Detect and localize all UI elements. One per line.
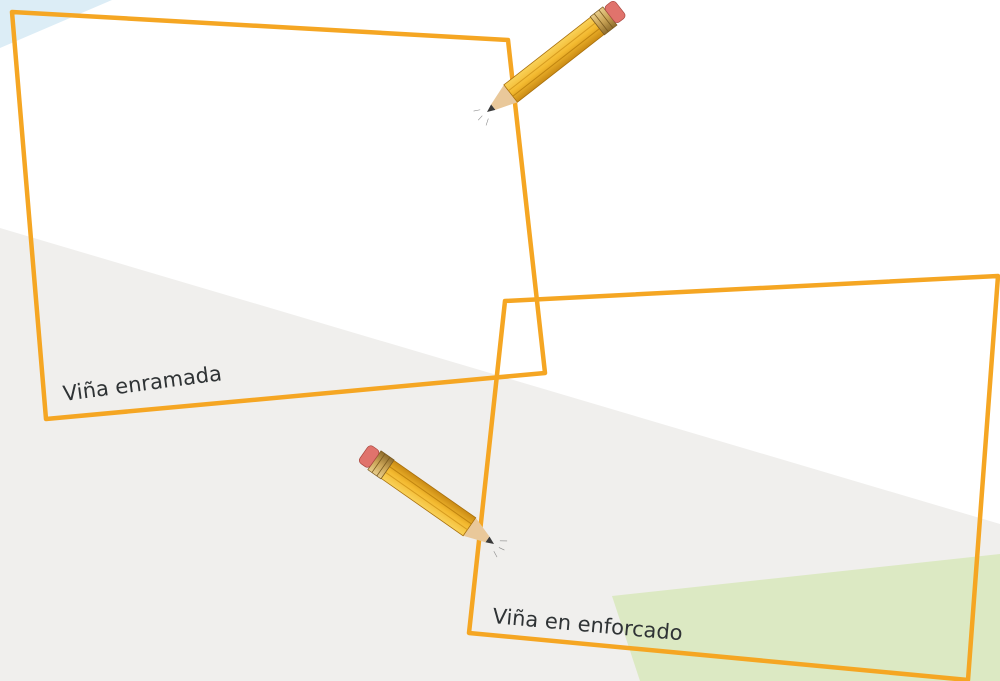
background-gray-band	[0, 228, 1000, 681]
background-green-corner	[612, 554, 1000, 681]
frame-2-border	[466, 273, 1000, 681]
pencil-icon	[473, 0, 626, 126]
background-blue-corner	[0, 0, 112, 48]
pencil-icon	[358, 445, 508, 558]
frame-1-border	[9, 9, 548, 422]
